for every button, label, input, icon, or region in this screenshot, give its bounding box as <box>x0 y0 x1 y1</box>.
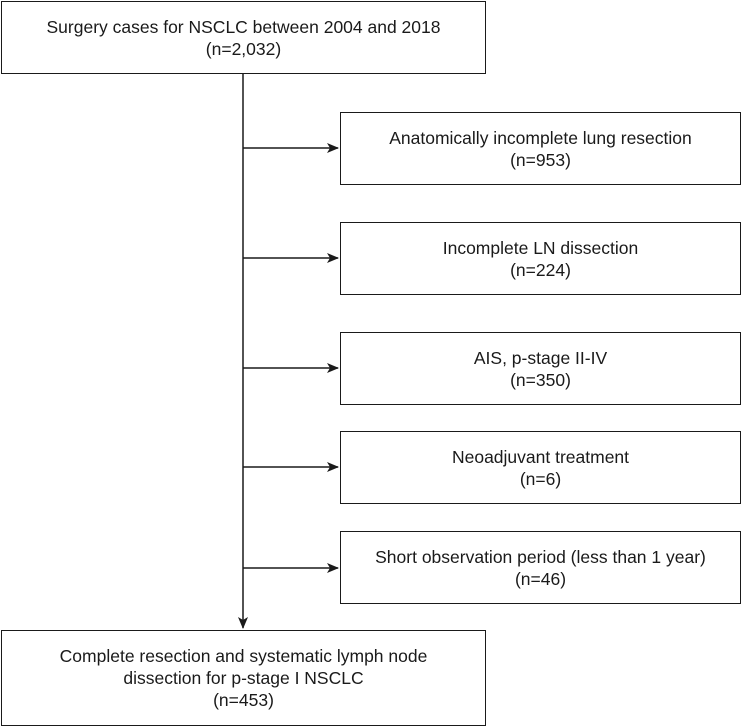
exclusion-label: AIS, p-stage II-IV <box>473 347 608 368</box>
exclusion-box-5: Short observation period (less than 1 ye… <box>340 531 741 604</box>
initial-cohort-title: Surgery cases for NSCLC between 2004 and… <box>46 16 441 37</box>
initial-cohort-count: (n=2,032) <box>205 38 282 59</box>
exclusion-box-3: AIS, p-stage II-IV (n=350) <box>340 332 741 405</box>
exclusion-count: (n=6) <box>519 468 562 489</box>
final-cohort-box: Complete resection and systematic lymph … <box>1 630 486 726</box>
exclusion-box-2: Incomplete LN dissection (n=224) <box>340 222 741 295</box>
exclusion-count: (n=350) <box>510 369 571 390</box>
initial-cohort-box: Surgery cases for NSCLC between 2004 and… <box>1 1 486 74</box>
exclusion-box-1: Anatomically incomplete lung resection (… <box>340 112 741 185</box>
exclusion-box-4: Neoadjuvant treatment (n=6) <box>340 431 741 504</box>
exclusion-count: (n=46) <box>514 568 567 589</box>
exclusion-label: Anatomically incomplete lung resection <box>389 127 692 148</box>
exclusion-label: Short observation period (less than 1 ye… <box>375 546 706 567</box>
final-cohort-line-1: Complete resection and systematic lymph … <box>59 646 428 666</box>
exclusion-label: Neoadjuvant treatment <box>451 446 630 467</box>
exclusion-count: (n=224) <box>510 259 571 280</box>
final-cohort-line-2: dissection for p-stage I NSCLC <box>123 668 364 688</box>
exclusion-label: Incomplete LN dissection <box>442 237 639 258</box>
exclusion-count: (n=953) <box>510 149 571 170</box>
final-cohort-count: (n=453) <box>213 690 274 710</box>
